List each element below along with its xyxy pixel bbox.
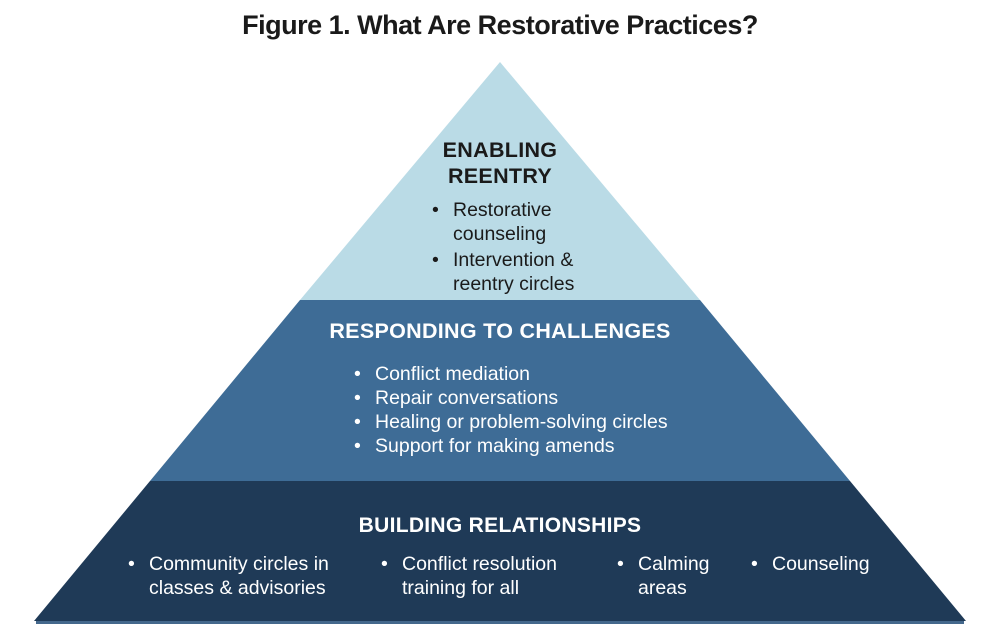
bullet-item: Healing or problem-solving circles	[352, 410, 772, 434]
bullet-item: Counseling	[750, 552, 912, 576]
pyramid-base-line	[36, 621, 964, 624]
figure-title: Figure 1. What Are Restorative Practices…	[242, 10, 758, 40]
bullet-item: Conflict resolution training for all	[380, 552, 572, 600]
bullet-item: Support for making amends	[352, 434, 772, 458]
tier-bottom-header: BUILDING RELATIONSHIPS	[358, 514, 642, 537]
bullet-item: Community circles in classes & advisorie…	[127, 552, 344, 600]
bullet-item: Calming areas	[616, 552, 738, 600]
tier-middle-header: RESPONDING TO CHALLENGES	[329, 319, 671, 343]
tier-top-header: ENABLING REENTRY	[442, 138, 558, 188]
tier-top-bullet-list: Restorative counseling Intervention & re…	[430, 198, 600, 298]
bullet-item: Conflict mediation	[352, 362, 772, 386]
bullet-item: Intervention & reentry circles	[430, 248, 600, 296]
bullet-item: Restorative counseling	[430, 198, 600, 246]
bullet-item: Repair conversations	[352, 386, 772, 410]
tier-middle-bullet-list: Conflict mediation Repair conversations …	[352, 362, 772, 458]
